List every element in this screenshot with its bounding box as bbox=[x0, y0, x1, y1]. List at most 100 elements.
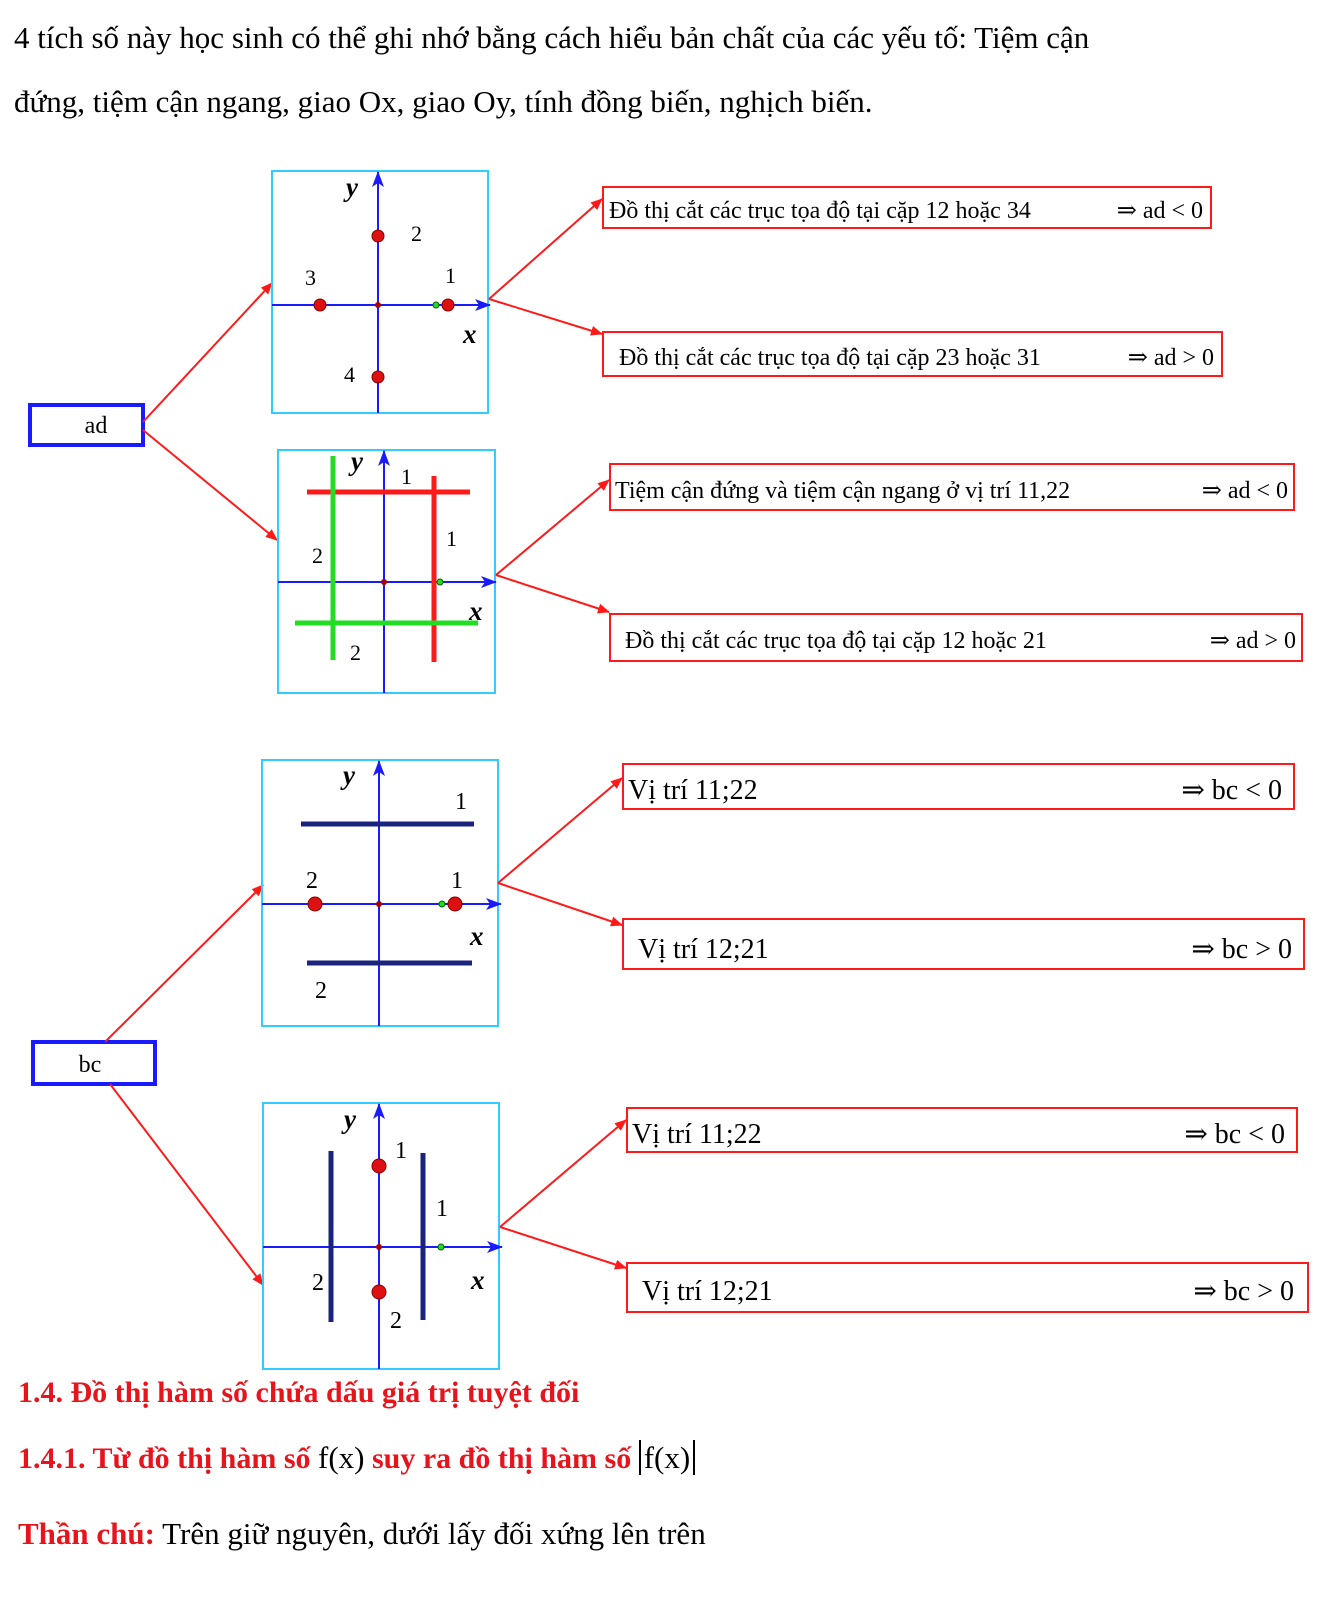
heading-1-4-1-prefix: 1.4.1. Từ đồ thị hàm số bbox=[18, 1442, 319, 1475]
graph2-label-1-top: 1 bbox=[401, 464, 412, 489]
graph4-frame bbox=[262, 1102, 500, 1370]
graph4-label-1-right: 1 bbox=[436, 1196, 448, 1222]
graph3-horizontal-asymptotes: 1 2 1 2 x y bbox=[261, 759, 502, 1027]
graph4-y-label: y bbox=[341, 1104, 357, 1134]
graph1-label-3: 3 bbox=[305, 265, 316, 290]
box6-text: Vị trí 12;21 bbox=[638, 934, 769, 965]
result-box-8: Vị trí 12;21 ⇒ bc > 0 bbox=[626, 1262, 1309, 1313]
graph2-y-label: y bbox=[348, 446, 364, 476]
graph3-origin bbox=[376, 901, 382, 907]
section-heading-1-4-1: 1.4.1. Từ đồ thị hàm số f(x) suy ra đồ t… bbox=[18, 1440, 696, 1476]
arrow-graph1-to-box2 bbox=[488, 298, 603, 336]
arrow-bc-to-graph3 bbox=[104, 884, 264, 1043]
result-box-5: Vị trí 11;22 ⇒ bc < 0 bbox=[622, 763, 1295, 810]
group-bc: bc 1 2 1 2 x y bbox=[31, 759, 1309, 1370]
bc-group-label: bc bbox=[79, 1052, 102, 1078]
arrow-graph4-to-box8 bbox=[499, 1226, 627, 1270]
arrow-graph3-to-box6 bbox=[497, 882, 623, 927]
graph3-label-2-bottom: 2 bbox=[315, 978, 327, 1004]
graph1-y-label: y bbox=[343, 172, 359, 202]
result-box-2: Đồ thị cắt các trục tọa độ tại cặp 23 ho… bbox=[602, 331, 1223, 377]
graph3-label-1-right: 1 bbox=[451, 868, 463, 894]
graph4-x-label: x bbox=[470, 1265, 485, 1295]
box8-text: Vị trí 12;21 bbox=[642, 1276, 773, 1307]
box6-result: ⇒ bc > 0 bbox=[1191, 934, 1292, 965]
graph4-vertical-asymptotes: 1 1 2 2 x y bbox=[262, 1102, 503, 1370]
graph3-point-2 bbox=[307, 896, 323, 912]
graph4-label-1-top: 1 bbox=[395, 1138, 407, 1164]
graph2-x-label: x bbox=[468, 596, 483, 626]
arrow-bc-to-graph4 bbox=[109, 1083, 264, 1286]
arrow-graph3-to-box5 bbox=[497, 777, 623, 884]
heading-math-abs-f-of-x: f(x) bbox=[638, 1440, 696, 1475]
arrow-ad-to-graph1 bbox=[142, 282, 273, 423]
graph2-label-2-bottom: 2 bbox=[350, 640, 361, 665]
box7-text: Vị trí 11;22 bbox=[632, 1119, 762, 1150]
arrow-ad-to-graph2 bbox=[142, 429, 278, 541]
sign-rule-diagram: ad 2 3 1 4 x y bbox=[28, 170, 1309, 1370]
box1-result: ⇒ ad < 0 bbox=[1117, 198, 1203, 224]
graph4-unit-mark bbox=[437, 1243, 445, 1251]
group-ad: ad 2 3 1 4 x y bbox=[28, 170, 1303, 694]
graph2-asymptotes: 1 1 2 2 x y bbox=[277, 446, 497, 694]
arrow-graph2-to-box4 bbox=[495, 574, 610, 614]
box7-result: ⇒ bc < 0 bbox=[1184, 1119, 1285, 1150]
mantra-line: Thần chú: Trên giữ nguyên, dưới lấy đối … bbox=[18, 1516, 706, 1552]
graph2-frame bbox=[277, 449, 496, 694]
heading-math-f-of-x: f(x) bbox=[318, 1440, 365, 1475]
box4-text: Đồ thị cắt các trục tọa độ tại cặp 12 ho… bbox=[625, 628, 1047, 654]
box2-text: Đồ thị cắt các trục tọa độ tại cặp 23 ho… bbox=[619, 345, 1041, 371]
box8-result: ⇒ bc > 0 bbox=[1193, 1276, 1294, 1307]
graph1-x-label: x bbox=[462, 319, 477, 349]
graph4-label-2-bottom: 2 bbox=[390, 1308, 402, 1334]
graph3-y-label: y bbox=[340, 760, 356, 790]
section-heading-1-4: 1.4. Đồ thị hàm số chứa dấu giá trị tuyệ… bbox=[18, 1376, 580, 1409]
graph2-origin bbox=[381, 579, 387, 585]
graph2-label-1-right: 1 bbox=[446, 526, 457, 551]
box4-result: ⇒ ad > 0 bbox=[1210, 628, 1296, 654]
result-box-7: Vị trí 11;22 ⇒ bc < 0 bbox=[626, 1107, 1298, 1153]
intro-line-1: 4 tích số này học sinh có thể ghi nhớ bằ… bbox=[14, 20, 1090, 55]
heading-1-4-1-middle: suy ra đồ thị hàm số bbox=[364, 1442, 639, 1475]
box5-text: Vị trí 11;22 bbox=[628, 775, 758, 806]
graph1-origin bbox=[375, 302, 381, 308]
graph1-label-1: 1 bbox=[445, 263, 456, 288]
graph4-label-2-left: 2 bbox=[312, 1270, 324, 1296]
graph4-point-2 bbox=[371, 1284, 387, 1300]
graph4-origin bbox=[376, 1244, 382, 1250]
graph1-point-1 bbox=[441, 298, 455, 312]
result-box-6: Vị trí 12;21 ⇒ bc > 0 bbox=[622, 918, 1305, 970]
box3-text: Tiệm cận đứng và tiệm cận ngang ở vị trí… bbox=[615, 478, 1070, 504]
box2-result: ⇒ ad > 0 bbox=[1128, 345, 1214, 371]
box1-text: Đồ thị cắt các trục tọa độ tại cặp 12 ho… bbox=[609, 198, 1031, 224]
graph3-label-1-top: 1 bbox=[455, 789, 467, 815]
result-box-3: Tiệm cận đứng và tiệm cận ngang ở vị trí… bbox=[609, 463, 1295, 511]
graph1-unit-mark bbox=[432, 301, 440, 309]
graph3-point-1 bbox=[447, 896, 463, 912]
graph2-unit-mark bbox=[436, 578, 444, 586]
graph1-point-3 bbox=[313, 298, 327, 312]
graph1-axis-intercepts: 2 3 1 4 x y bbox=[271, 170, 491, 414]
result-box-4: Đồ thị cắt các trục tọa độ tại cặp 12 ho… bbox=[609, 613, 1303, 662]
graph3-unit-mark bbox=[438, 900, 446, 908]
arrow-graph1-to-box1 bbox=[488, 198, 603, 300]
mantra-text: Trên giữ nguyên, dưới lấy đối xứng lên t… bbox=[154, 1516, 706, 1551]
graph2-label-2-left: 2 bbox=[312, 543, 323, 568]
intro-line-2: đứng, tiệm cận ngang, giao Ox, giao Oy, … bbox=[14, 84, 873, 119]
graph1-label-4: 4 bbox=[344, 362, 355, 387]
graph3-x-label: x bbox=[469, 921, 484, 951]
ad-group-box bbox=[28, 403, 145, 447]
graph1-label-2: 2 bbox=[411, 221, 422, 246]
graph1-point-4 bbox=[371, 370, 385, 384]
result-box-1: Đồ thị cắt các trục tọa độ tại cặp 12 ho… bbox=[602, 186, 1212, 229]
graph4-point-1 bbox=[371, 1158, 387, 1174]
arrow-graph4-to-box7 bbox=[499, 1119, 627, 1228]
bc-group-box bbox=[31, 1040, 157, 1086]
box3-result: ⇒ ad < 0 bbox=[1202, 478, 1288, 504]
graph3-label-2-left: 2 bbox=[306, 868, 318, 894]
graph1-point-2 bbox=[371, 229, 385, 243]
ad-group-label: ad bbox=[85, 413, 108, 439]
arrow-graph2-to-box3 bbox=[495, 479, 610, 576]
mantra-label: Thần chú: bbox=[18, 1516, 155, 1551]
box5-result: ⇒ bc < 0 bbox=[1181, 775, 1282, 806]
